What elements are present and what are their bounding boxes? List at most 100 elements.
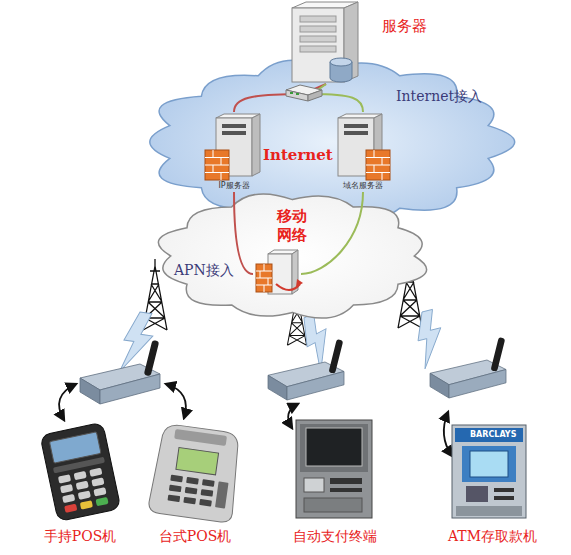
- handheld-pos-picture: [76, 481, 89, 490]
- dns-server-icon: [366, 150, 390, 180]
- handheld-pos-picture: [49, 432, 101, 463]
- network-link: [234, 192, 253, 274]
- node-text: 移动 网络: [274, 207, 310, 245]
- atm-picture: [462, 446, 516, 482]
- handheld-pos-picture: [80, 500, 93, 509]
- network-link: [312, 84, 363, 112]
- ip-server-icon: [222, 124, 246, 128]
- ip-server-icon: [205, 114, 260, 180]
- apn-gateway-node: APN接入: [253, 248, 301, 300]
- router-icon: [308, 90, 322, 101]
- payment-terminal-picture: [296, 420, 372, 518]
- desktop-pos-picture: [199, 499, 212, 507]
- payment-terminal-picture: [304, 498, 362, 512]
- brand-label: BARCLAYS: [470, 430, 516, 439]
- desktop-pos-picture: [201, 489, 214, 497]
- payment-terminal-picture: [300, 424, 368, 472]
- desktop-pos-picture: [202, 479, 215, 487]
- double-arrow: [166, 384, 186, 418]
- dns-server-icon: [374, 114, 382, 176]
- main-server-icon: [292, 8, 344, 82]
- mobile-network-cloud: 移动 网络APN接入: [150, 190, 435, 322]
- atm-node: ATM存取款机: [435, 420, 550, 548]
- payment-terminal-picture: [296, 420, 372, 518]
- desktop-pos-picture: [186, 477, 199, 485]
- handheld-pos-picture: [74, 471, 87, 480]
- handheld-pos-picture: [91, 477, 104, 486]
- double-arrow: [444, 412, 452, 456]
- desktop-pos-picture: [167, 495, 180, 503]
- router-icon: [286, 90, 308, 101]
- apn-gateway-icon: [268, 254, 292, 294]
- desktop-pos-picture: [174, 429, 227, 446]
- main-server-icon: [344, 2, 358, 82]
- atm-picture: [456, 506, 522, 516]
- node-text: Internet: [263, 147, 333, 164]
- network-link: [234, 84, 326, 112]
- handheld-pos-picture: [95, 497, 108, 506]
- dns-server-icon: [338, 114, 382, 118]
- dns-server-icon: [366, 150, 390, 180]
- apn-gateway-icon: [256, 264, 272, 292]
- handheld-pos-picture: [58, 474, 71, 483]
- dns-server-icon: [344, 131, 368, 135]
- atm-picture: [455, 428, 523, 442]
- handheld-pos-picture: [89, 468, 102, 477]
- payment-terminal-picture: [330, 488, 362, 492]
- node-text: 台式POS机: [145, 528, 245, 544]
- payment-terminal-picture: [330, 478, 362, 484]
- ip-server-icon: [205, 150, 229, 180]
- desktop-pos-picture: [176, 448, 219, 475]
- atm-picture: [452, 425, 526, 518]
- ip-server-icon: [205, 150, 229, 180]
- atm-picture: [466, 486, 488, 502]
- router-icon: [290, 92, 293, 94]
- desktop-pos-picture: [148, 423, 244, 524]
- apn-gateway-icon: [276, 284, 300, 290]
- dns-server-node: 域名服务器: [333, 112, 393, 192]
- main-server-icon: [292, 2, 358, 8]
- node-text: IP服务器: [205, 181, 263, 190]
- cloud-shape: [158, 194, 426, 318]
- ip-server-icon: [216, 114, 260, 118]
- handheld-pos-node: 手持POS机: [30, 420, 130, 548]
- router-icon: [286, 85, 322, 101]
- node-text: 域名服务器: [333, 181, 393, 190]
- apn-gateway-icon: [296, 279, 303, 287]
- main-server-icon: [300, 26, 336, 32]
- dns-server-icon: [344, 124, 368, 128]
- desktop-pos-node: 台式POS机: [145, 420, 245, 548]
- apn-gateway-icon: [292, 250, 298, 294]
- ip-server-icon: [216, 118, 252, 176]
- lightning-symbol: [412, 309, 450, 369]
- double-arrow: [59, 384, 452, 456]
- ip-server-icon: [222, 131, 246, 135]
- payment-terminal-picture: [304, 478, 324, 492]
- handheld-pos-picture: [64, 504, 77, 513]
- router-icon: [286, 85, 322, 95]
- lightning-symbol: [119, 309, 449, 376]
- handheld-pos-picture: [78, 490, 91, 499]
- node-text: 服务器: [382, 18, 427, 35]
- handheld-pos-picture: [60, 484, 73, 493]
- desktop-pos-picture: [215, 481, 229, 508]
- modem-symbol: [430, 337, 506, 398]
- apn-gateway-icon: [256, 250, 303, 294]
- desktop-pos-picture: [148, 423, 244, 524]
- atm-picture: [452, 425, 526, 518]
- ip-server-icon: [252, 114, 260, 176]
- atm-picture: [494, 496, 514, 500]
- handheld-pos-picture: [93, 487, 106, 496]
- payment-terminal-picture: [306, 428, 362, 466]
- atm-picture: [470, 451, 508, 477]
- main-server-icon: [300, 36, 336, 42]
- network-link: [301, 192, 363, 274]
- desktop-pos-picture: [170, 475, 183, 483]
- atm-picture: [494, 488, 514, 492]
- modem-symbol: [268, 339, 344, 400]
